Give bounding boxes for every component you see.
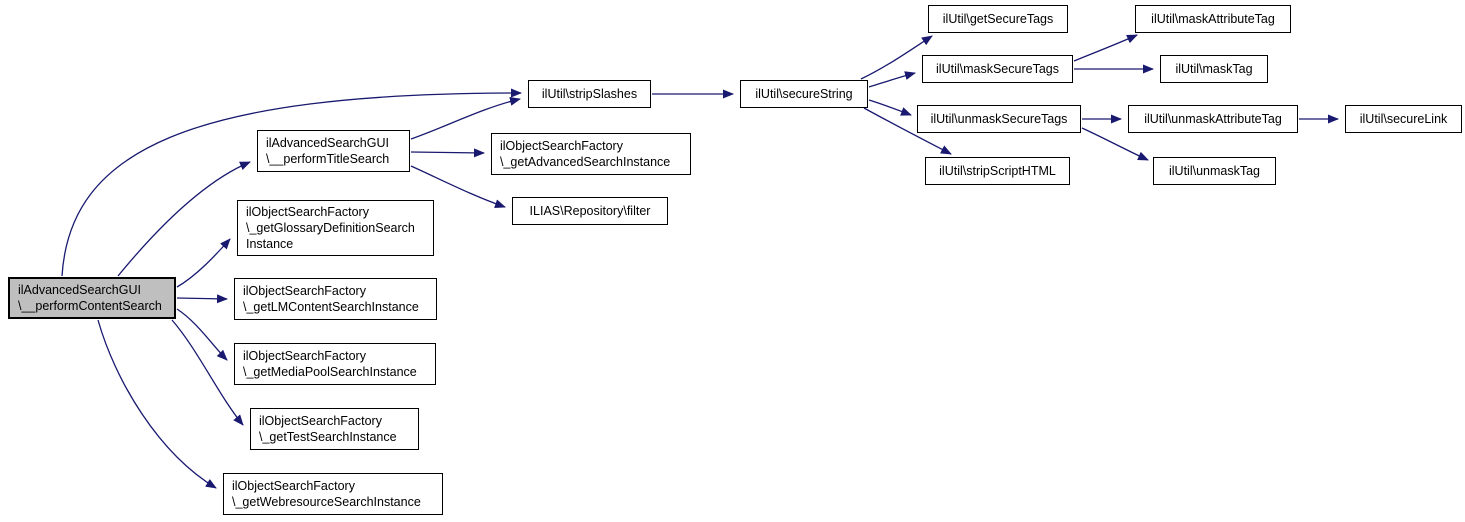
node-unmaskSecureTags[interactable]: ilUtil\unmaskSecureTags [917,105,1081,133]
edge-performContentSearch-getTestSearchInstance [171,319,244,426]
node-unmaskTag[interactable]: ilUtil\unmaskTag [1153,157,1276,185]
node-stripSlashes[interactable]: ilUtil\stripSlashes [528,80,651,108]
node-stripScriptHTML[interactable]: ilUtil\stripScriptHTML [925,157,1070,185]
node-maskTag[interactable]: ilUtil\maskTag [1160,55,1268,83]
node-getTestSearchInstance[interactable]: ilObjectSearchFactory \_getTestSearchIns… [250,408,419,450]
edge-performContentSearch-getLMContentSearchInstance [176,294,228,304]
edge-performTitleSearch-repositoryFilter [410,165,506,209]
edge-performContentSearch-stripSlashes [61,88,522,277]
edge-performContentSearch-getGlossaryDefinitionSearchInstance [176,238,231,288]
node-secureLink[interactable]: ilUtil\secureLink [1345,105,1462,133]
node-performContentSearch: ilAdvancedSearchGUI \__performContentSea… [8,277,176,319]
node-getGlossaryDefinitionSearchInstance[interactable]: ilObjectSearchFactory \_getGlossaryDefin… [237,200,434,256]
edge-performTitleSearch-getAdvancedSearchInstance [410,148,485,158]
edge-performContentSearch-getWebresourceSearchInstance [97,319,217,489]
edge-performContentSearch-getMediaPoolSearchInstance [176,308,228,361]
node-secureString[interactable]: ilUtil\secureString [740,80,868,108]
edge-secureString-getSecureTags [860,35,933,80]
edge-maskSecureTags-maskAttributeTag [1073,34,1138,62]
node-getSecureTags[interactable]: ilUtil\getSecureTags [928,5,1068,33]
edge-secureString-unmaskSecureTags [868,99,912,116]
node-getLMContentSearchInstance[interactable]: ilObjectSearchFactory \_getLMContentSear… [234,278,437,320]
node-maskAttributeTag[interactable]: ilUtil\maskAttributeTag [1135,5,1291,33]
node-performTitleSearch[interactable]: ilAdvancedSearchGUI \__performTitleSearc… [257,130,410,172]
node-maskSecureTags[interactable]: ilUtil\maskSecureTags [922,55,1073,83]
edge-performTitleSearch-stripSlashes [410,96,521,140]
node-getMediaPoolSearchInstance[interactable]: ilObjectSearchFactory \_getMediaPoolSear… [234,343,436,385]
edge-performContentSearch-performTitleSearch [117,161,251,277]
edge-secureString-stripScriptHTML [863,107,952,155]
edge-unmaskSecureTags-unmaskTag [1081,127,1149,161]
node-getWebresourceSearchInstance[interactable]: ilObjectSearchFactory \_getWebresourceSe… [223,473,443,515]
edge-secureString-maskSecureTags [868,71,916,88]
node-repositoryFilter[interactable]: ILIAS\Repository\filter [512,197,668,225]
node-getAdvancedSearchInstance[interactable]: ilObjectSearchFactory \_getAdvancedSearc… [491,133,691,175]
node-unmaskAttributeTag[interactable]: ilUtil\unmaskAttributeTag [1128,105,1298,133]
